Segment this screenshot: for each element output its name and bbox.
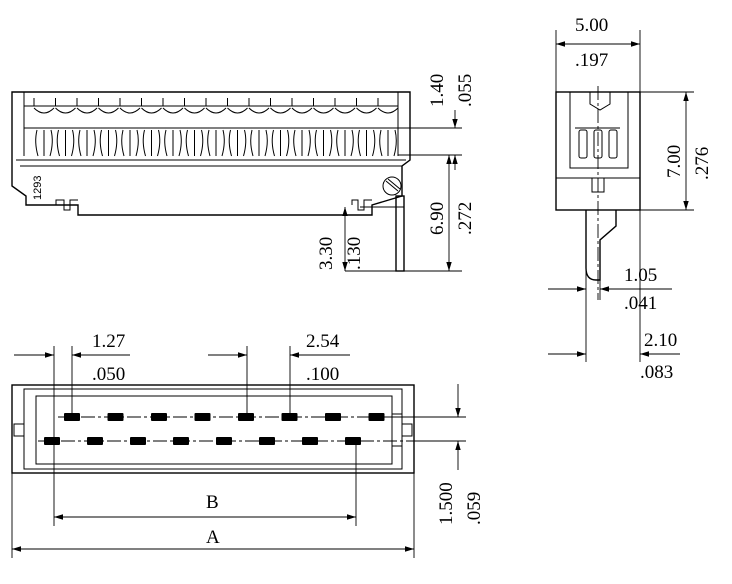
side-contact [270, 98, 291, 114]
side-contact-finger [336, 129, 354, 157]
end-view [555, 86, 641, 300]
side-contact [33, 98, 55, 114]
latch-screw [382, 176, 402, 196]
side-contact-finger [78, 129, 96, 157]
side-contacts [33, 98, 399, 157]
pad-upper [368, 413, 385, 421]
side-contact [205, 98, 227, 114]
side-contact-finger [56, 129, 75, 157]
side-contact [55, 98, 76, 114]
side-contact [76, 98, 98, 114]
side-contact-finger [314, 129, 333, 157]
pad-lower [259, 437, 275, 445]
dim-tail-in: .041 [624, 293, 657, 314]
part-mark: 1293 [32, 176, 44, 200]
dim-offset-mm: 2.10 [644, 330, 677, 351]
label-b: B [206, 492, 219, 513]
side-contact [356, 98, 377, 114]
dim-row-mm: 1.500 [436, 482, 457, 525]
side-contact-finger [121, 129, 139, 157]
side-contact-finger [207, 129, 225, 157]
dim-offset-in: .083 [640, 362, 673, 383]
dim-tail-mm: 1.05 [624, 265, 657, 286]
label-a: A [206, 527, 220, 548]
dim-width-mm: 5.00 [575, 15, 608, 36]
dim-height-in: .276 [692, 147, 713, 180]
pad-lower [130, 437, 146, 445]
side-contact-finger [99, 129, 118, 157]
dim-row-in: .059 [464, 492, 485, 525]
dim-body-mm: 6.90 [427, 202, 448, 235]
pad-lower [87, 437, 103, 445]
side-foot-right [351, 199, 372, 211]
dim-height-mm: 7.00 [664, 145, 685, 178]
side-contact [227, 98, 248, 114]
side-contact [377, 98, 399, 114]
top-key-left [13, 423, 25, 437]
pad-lower [345, 437, 361, 445]
pad-upper [238, 413, 254, 421]
side-contact [184, 98, 205, 114]
pad-lower [302, 437, 318, 445]
dim-top-in: .055 [455, 74, 476, 107]
dim-pitch-in: .100 [306, 364, 339, 385]
top-dimensions: 1.27 .050 2.54 .100 B A 1.500 .059 [11, 331, 485, 558]
side-contact [141, 98, 162, 114]
side-contact-finger [142, 129, 161, 157]
side-contact-finger [35, 129, 53, 157]
side-dimensions: 1.40 .055 6.90 .272 3.30 .130 [316, 74, 476, 272]
side-contact [119, 98, 141, 114]
end-contact-left [578, 129, 588, 159]
dim-pin-in: .130 [344, 237, 365, 270]
side-contact-finger [379, 129, 397, 157]
end-cavity [569, 92, 629, 169]
pad-lower [216, 437, 232, 445]
top-cavity [35, 395, 393, 465]
dim-edge-in: .050 [92, 364, 125, 385]
end-dimensions: 5.00 .197 7.00 .276 1.05 .041 2.10 .083 [548, 15, 713, 383]
top-key-right [401, 423, 413, 437]
pad-upper [325, 413, 341, 421]
dim-pin-mm: 3.30 [316, 237, 337, 270]
top-pads [44, 413, 385, 445]
end-tail [585, 210, 617, 281]
end-contact-right [608, 129, 618, 159]
pad-lower [173, 437, 189, 445]
pad-lower [44, 437, 60, 445]
top-outer-body [11, 384, 415, 474]
side-contact-finger [293, 129, 311, 157]
side-contact-finger [185, 129, 204, 157]
side-contact [313, 98, 334, 114]
side-body-outline [11, 91, 411, 216]
dim-top-mm: 1.40 [427, 74, 448, 107]
side-contact [334, 98, 356, 114]
side-contact-finger [228, 129, 247, 157]
side-contact-finger [250, 129, 268, 157]
side-contact [248, 98, 270, 114]
side-foot-left [55, 199, 78, 211]
dim-width-in: .197 [575, 50, 608, 71]
pad-upper [151, 413, 167, 421]
dim-edge-mm: 1.27 [92, 331, 125, 352]
pad-upper [281, 413, 298, 421]
side-contact-finger [357, 129, 376, 157]
side-view: 1293 [11, 91, 411, 272]
dim-body-in: .272 [455, 202, 476, 235]
side-contact [291, 98, 313, 114]
side-contact [162, 98, 184, 114]
pad-upper [194, 413, 211, 421]
side-contact [98, 98, 119, 114]
side-contact-finger [164, 129, 182, 157]
pad-upper [107, 413, 124, 421]
top-inner-frame [23, 388, 403, 470]
dim-pitch-mm: 2.54 [306, 331, 340, 352]
top-view [11, 384, 415, 474]
side-contact-finger [271, 129, 290, 157]
